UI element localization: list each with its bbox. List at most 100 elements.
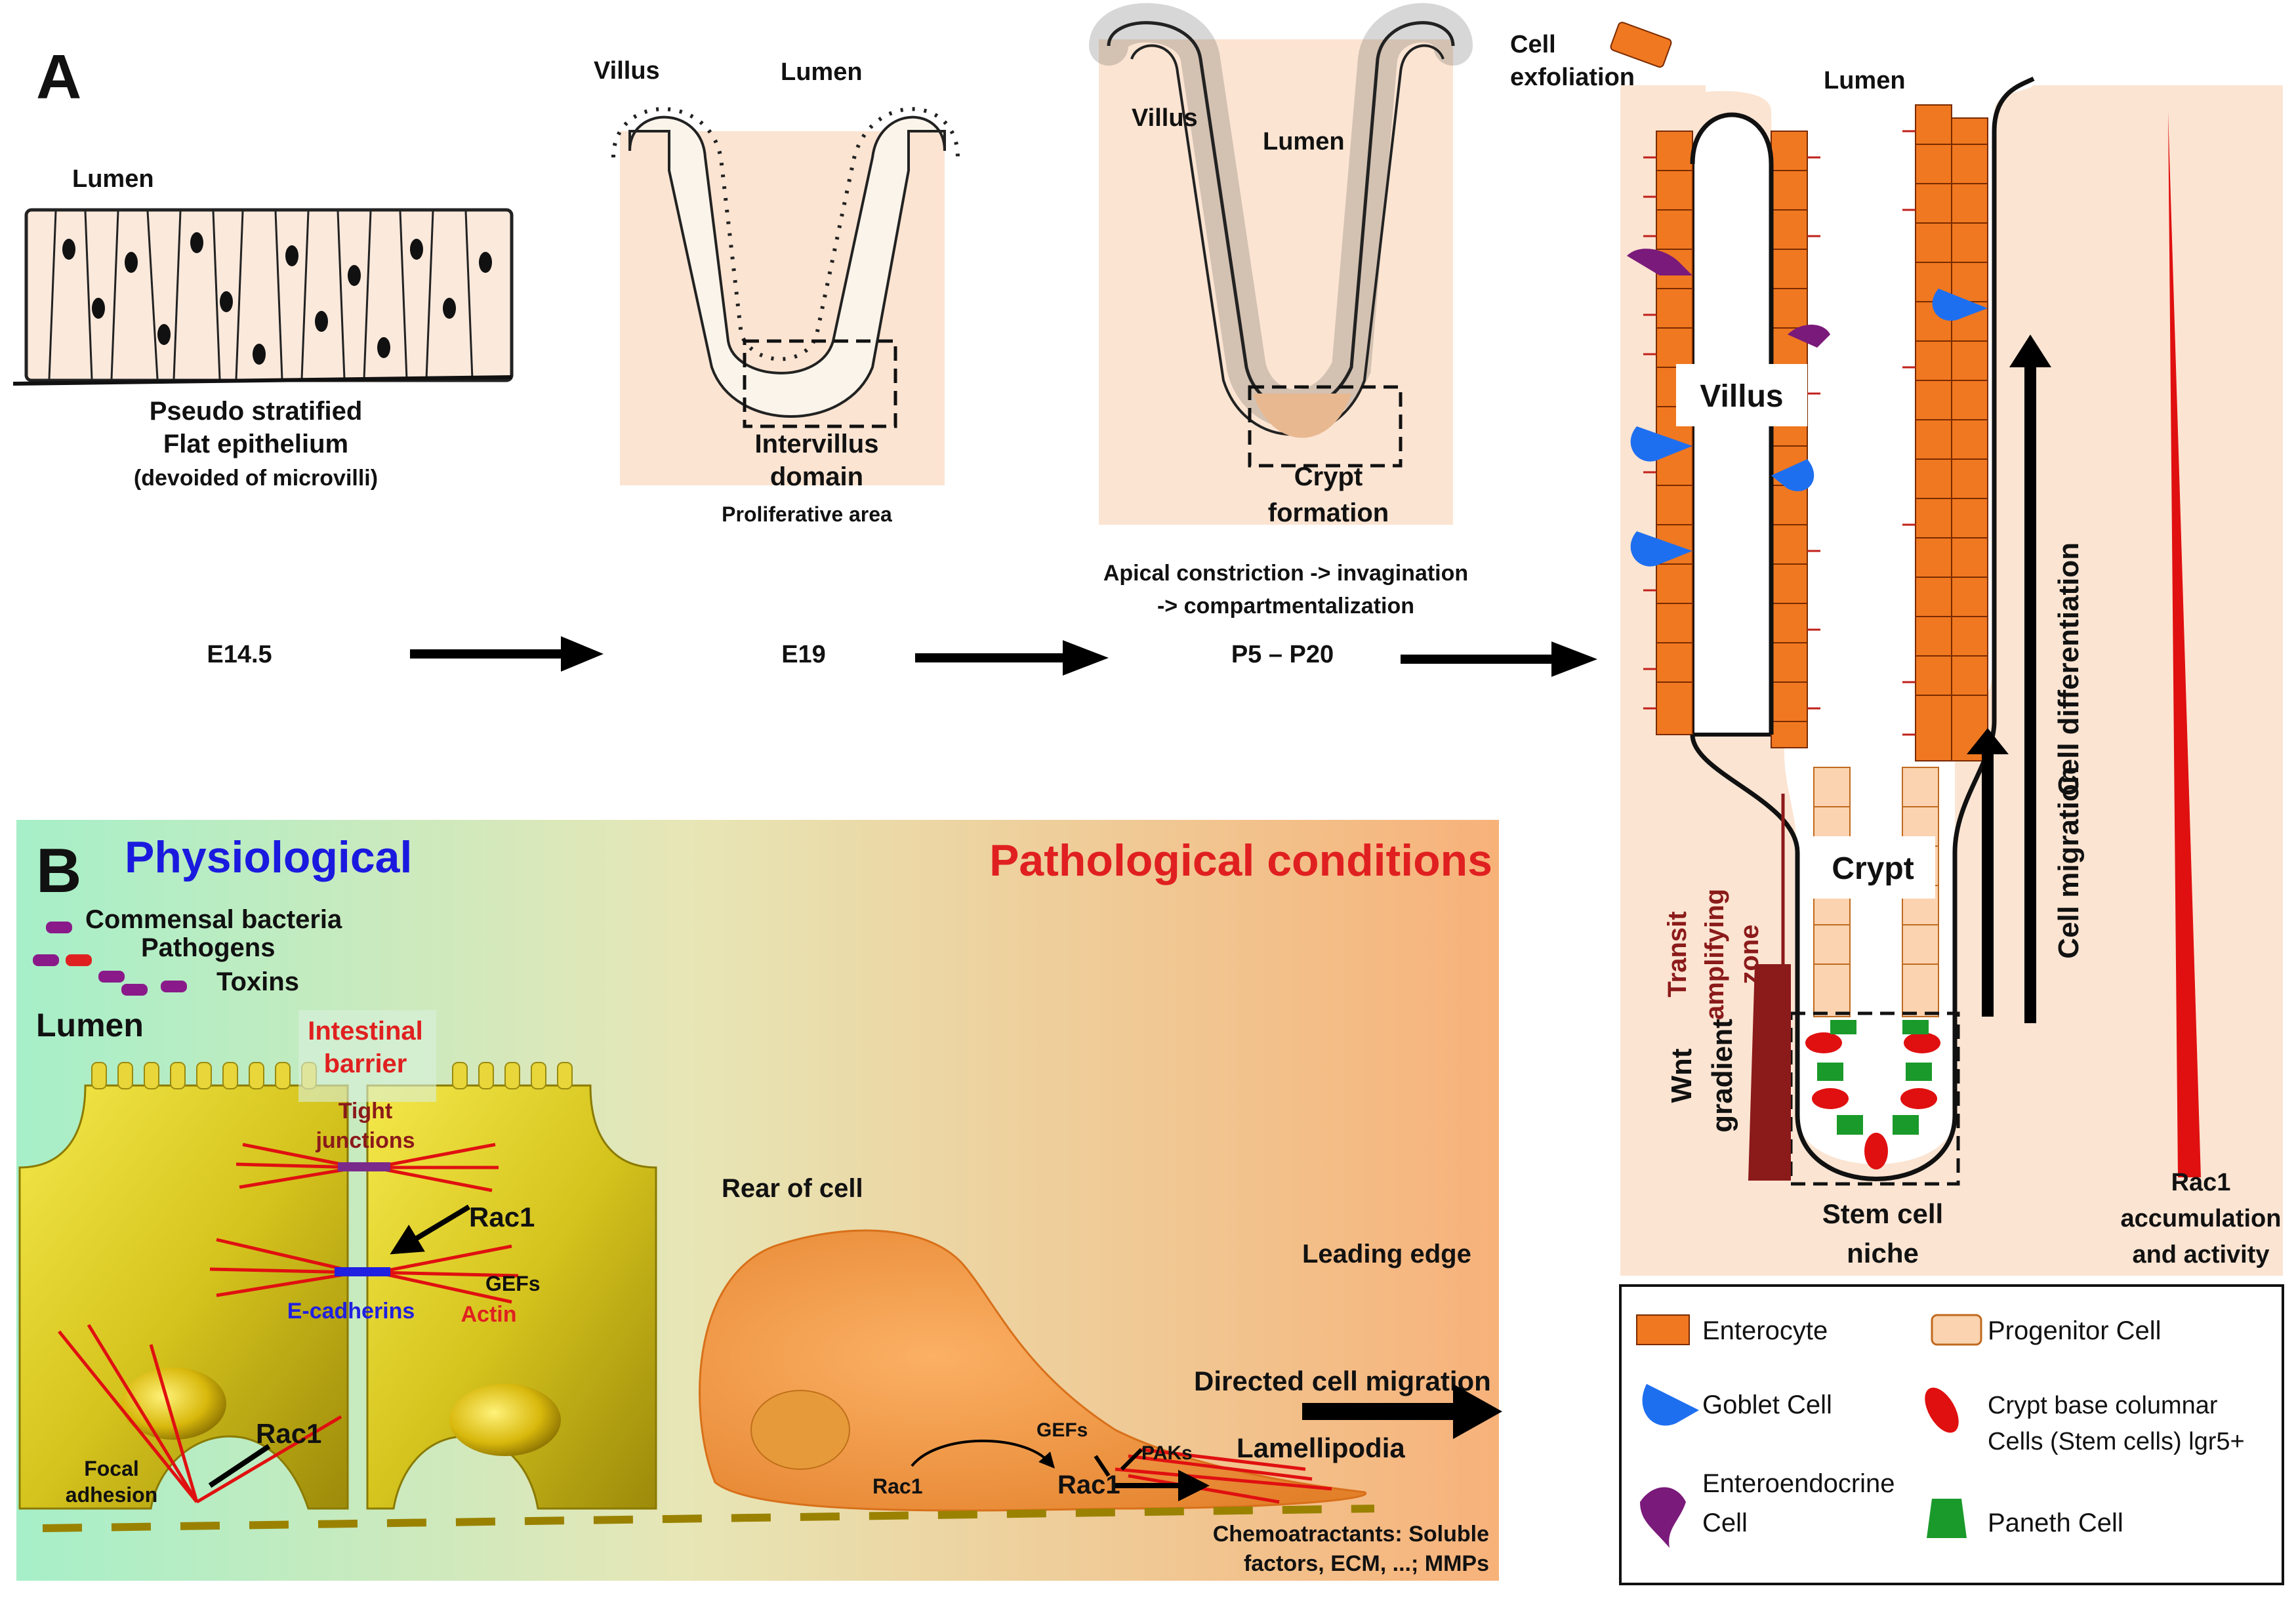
legend-stem-1: Crypt base columnar xyxy=(1988,1392,2218,1419)
barrier-label-box xyxy=(298,1010,436,1102)
flat-epithelium xyxy=(12,208,514,386)
panel-b-lumen-label: Lumen xyxy=(36,1007,144,1044)
directed-migration-arrow xyxy=(1302,1384,1502,1439)
wnt-label-1: Wnt xyxy=(1666,1048,1698,1103)
timeline-arrow-2 xyxy=(915,640,1109,676)
wnt-label-2: gradient xyxy=(1706,1019,1738,1133)
exfoliation-label-2: exfoliation xyxy=(1510,64,1635,91)
rac1-label-front: Rac1 xyxy=(1057,1471,1120,1499)
differentiation-label: Cell differentiation xyxy=(2053,542,2085,796)
focal-label-1: Focal xyxy=(84,1457,139,1480)
villus-stage-e19 xyxy=(611,107,960,485)
stem-cell-icon xyxy=(1925,1387,1959,1433)
stage3-lumen-label: Lumen xyxy=(1263,128,1345,155)
e-cadherin-protein xyxy=(335,1267,390,1276)
rac1-label-top: Rac1 xyxy=(469,1202,535,1232)
chemo-label-2: factors, ECM, ...; MMPs xyxy=(1244,1551,1489,1576)
focal-label-2: adhesion xyxy=(66,1483,157,1507)
stage2-villus-label: Villus xyxy=(594,57,660,85)
villus-label-box xyxy=(1676,364,1807,426)
exfoliating-cell xyxy=(1610,22,1672,68)
rac1-label-2: accumulation xyxy=(2121,1205,2282,1232)
legend-enterocyte: Enterocyte xyxy=(1702,1316,1828,1345)
timeline-arrow-3 xyxy=(1401,641,1597,677)
tight-label-1: Tight xyxy=(338,1099,392,1124)
ecadherins-label: E-cadherins xyxy=(287,1299,415,1324)
stage2-caption-3: Proliferative area xyxy=(722,502,892,526)
rear-label: Rear of cell xyxy=(722,1174,863,1203)
transit-label-3: zone xyxy=(1735,924,1764,984)
goblet-cells xyxy=(1630,289,1988,567)
transit-label-2: amplifying xyxy=(1700,889,1729,1020)
migration-label: Cell migration xyxy=(2053,766,2085,958)
directed-label: Directed cell migration xyxy=(1194,1366,1491,1396)
progenitor-cell-icon xyxy=(1931,1314,1982,1346)
legend-enteroendocrine-1: Enteroendocrine xyxy=(1702,1469,1895,1498)
timeline-e19: E19 xyxy=(781,641,826,668)
rac1-arrow-top xyxy=(390,1204,471,1255)
stage2-lumen-label: Lumen xyxy=(781,58,863,86)
basement-membrane xyxy=(42,1505,1375,1532)
stage4-villus-label: Villus xyxy=(1700,379,1783,414)
panel-a-letter: A xyxy=(36,42,81,112)
panel-b: B Physiological Pathological conditions … xyxy=(16,820,1502,1581)
legend-enteroendocrine-2: Cell xyxy=(1702,1509,1748,1537)
transit-label-1: Transit xyxy=(1663,911,1692,997)
enteroendocrine-cell-icon xyxy=(1640,1487,1686,1548)
rac1-label-3: and activity xyxy=(2132,1241,2269,1268)
leading-label: Leading edge xyxy=(1302,1240,1471,1268)
chemo-label-1: Chemoatractants: Soluble xyxy=(1213,1522,1489,1547)
epithelial-cell-left xyxy=(18,1062,349,1510)
commensal-label: Commensal bacteria xyxy=(85,905,342,934)
toxins-label: Toxins xyxy=(216,967,299,996)
legend-progenitor: Progenitor Cell xyxy=(1988,1316,2162,1345)
niche-label-1: Stem cell xyxy=(1822,1198,1943,1229)
timeline-e14-5: E14.5 xyxy=(207,641,272,668)
pathogens-label: Pathogens xyxy=(141,933,275,962)
enterocyte-icon xyxy=(1636,1314,1690,1345)
barrier-label-2: barrier xyxy=(324,1049,407,1078)
stage1-lumen-label: Lumen xyxy=(72,165,154,193)
exfoliation-label-1: Cell xyxy=(1510,31,1556,58)
stage4-crypt-label: Crypt xyxy=(1832,851,1914,886)
rac1-label-rear: Rac1 xyxy=(872,1474,923,1498)
actin-label: Actin xyxy=(461,1302,517,1327)
mature-crypt-villus xyxy=(1610,22,2283,1276)
legend-goblet: Goblet Cell xyxy=(1702,1390,1832,1419)
stage3-caption-1: Crypt xyxy=(1294,462,1363,491)
stage2-caption-1: Intervillus xyxy=(755,430,879,458)
stage3-process-1: Apical constriction -> invagination xyxy=(1103,561,1468,586)
rac1-label-1: Rac1 xyxy=(2171,1169,2231,1196)
stage4-lumen-label: Lumen xyxy=(1824,67,1906,94)
bacteria-icons xyxy=(33,922,187,996)
pathological-heading: Pathological conditions xyxy=(989,836,1492,885)
enteroendocrine-cells xyxy=(1627,249,1830,348)
panel-b-letter: B xyxy=(36,836,81,906)
crypt-formation-stage xyxy=(1089,3,1473,525)
stage3-process-2: -> compartmentalization xyxy=(1157,594,1414,619)
tight-junction-protein xyxy=(338,1162,390,1171)
legend-paneth: Paneth Cell xyxy=(1988,1509,2123,1537)
stage2-caption-2: domain xyxy=(770,462,863,491)
focal-arrow xyxy=(208,1444,271,1488)
gefs-label-migration: GEFs xyxy=(1036,1419,1088,1441)
legend-stem-2: Cells (Stem cells) lgr5+ xyxy=(1988,1428,2245,1455)
stage3-villus-label: Villus xyxy=(1132,104,1198,132)
gefs-label-top: GEFs xyxy=(485,1272,541,1295)
stage1-caption-3: (devoided of microvilli) xyxy=(134,466,378,491)
timeline-p5-p20: P5 – P20 xyxy=(1231,641,1334,668)
timeline-arrow-1 xyxy=(410,636,604,672)
cell-legend: Enterocyte Progenitor Cell Goblet Cell C… xyxy=(1619,1284,2284,1585)
actin-filaments xyxy=(58,1143,519,1504)
stage1-caption-1: Pseudo stratified xyxy=(150,397,363,426)
epithelial-cell-right xyxy=(366,1062,657,1510)
crypt-label-box xyxy=(1811,836,1935,899)
niche-label-2: niche xyxy=(1847,1238,1919,1268)
goblet-cell-icon xyxy=(1642,1384,1699,1426)
stage1-caption-2: Flat epithelium xyxy=(163,430,348,458)
barrier-label-1: Intestinal xyxy=(308,1017,423,1045)
physiological-heading: Physiological xyxy=(125,832,412,882)
tight-label-2: junctions xyxy=(315,1128,415,1153)
